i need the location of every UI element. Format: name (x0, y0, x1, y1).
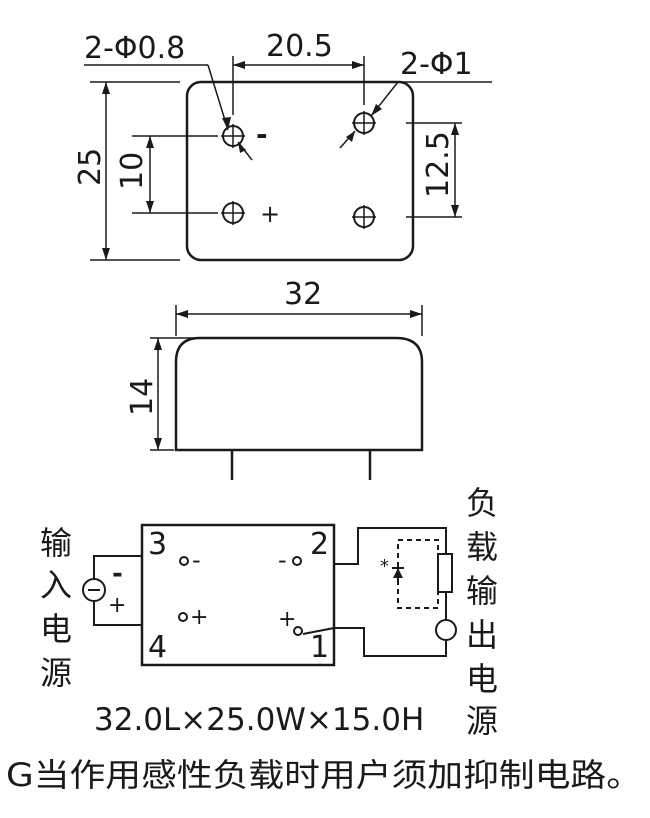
terminal-1 (293, 626, 303, 636)
hole-bottom-left (221, 201, 245, 225)
output-label-char-2: 载 (466, 528, 498, 566)
top-view (84, 56, 492, 262)
note-text: G当作用感性负载时用户须加抑制电路。 (6, 756, 642, 794)
side-view-body (174, 336, 424, 452)
hole-large-label: 2-Φ1 (400, 47, 473, 82)
hole-small-label: 2-Φ0.8 (84, 31, 185, 66)
output-label-char-5: 电 (466, 660, 498, 698)
inner-12-5-label: 12.5 (421, 131, 456, 198)
pin-3-sign: - (192, 546, 201, 574)
terminal-3 (179, 556, 189, 566)
suppression-circuit (397, 539, 439, 609)
output-label-char-1: 负 (466, 484, 498, 522)
input-label-char-1: 输 (40, 524, 72, 562)
output-source (435, 619, 457, 641)
input-label-char-3: 电 (40, 610, 72, 648)
input-minus: - (112, 559, 123, 589)
pin-3-label: 3 (148, 527, 167, 562)
hole-top-right (352, 111, 376, 135)
pin-4-label: 4 (148, 630, 167, 665)
dimensions-text: 32.0L×25.0W×15.0H (94, 702, 424, 738)
pin-spacing-label: 20.5 (266, 29, 333, 64)
pin-1-label: 1 (310, 630, 329, 665)
input-source (82, 578, 106, 602)
output-label-char-3: 输 (466, 572, 498, 610)
side-view (150, 305, 424, 480)
pin-2-label: 2 (310, 527, 329, 562)
pin-4-sign: + (190, 605, 208, 630)
top-minus-sign: - (256, 118, 268, 151)
pin-2-sign: - (278, 546, 287, 574)
top-view-body (185, 80, 415, 262)
height-25-label: 25 (73, 148, 108, 186)
side-height-label: 14 (125, 378, 160, 416)
load-resistor (437, 553, 453, 593)
terminal-4 (178, 612, 188, 622)
input-label-char-4: 源 (40, 654, 72, 692)
suppression-asterisk: * (380, 556, 389, 577)
inner-10-label: 10 (115, 152, 150, 190)
circuit (82, 523, 457, 667)
relay-box (140, 523, 336, 667)
top-plus-sign: + (260, 200, 280, 228)
hole-bottom-right (352, 205, 376, 229)
terminal-2 (292, 556, 302, 566)
pin-1-sign: + (278, 607, 296, 632)
input-plus: + (108, 593, 126, 618)
output-label-char-6: 源 (466, 702, 498, 740)
output-label-char-4: 出 (466, 616, 498, 654)
input-label-char-2: 入 (40, 566, 72, 604)
side-width-label: 32 (284, 277, 322, 312)
hole-top-left (221, 124, 245, 148)
